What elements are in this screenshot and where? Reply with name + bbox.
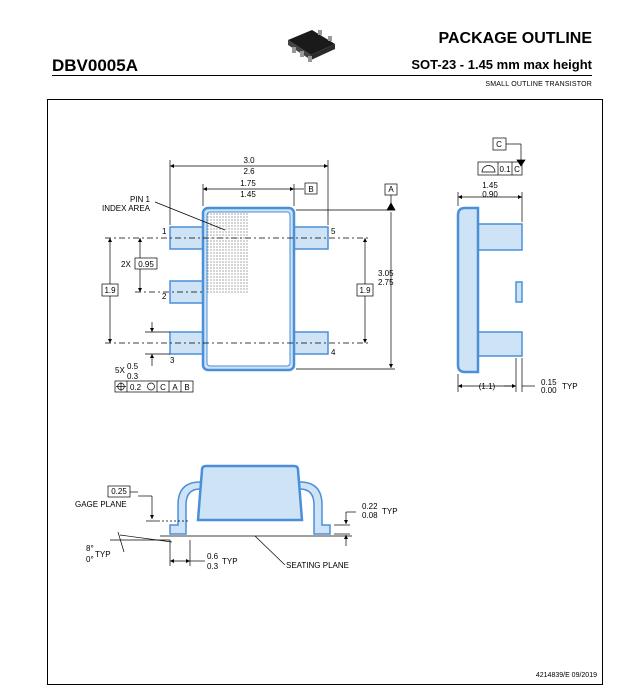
- svg-text:1.45: 1.45: [482, 181, 498, 190]
- svg-text:1: 1: [162, 227, 167, 236]
- package-type: SMALL OUTLINE TRANSISTOR: [485, 81, 592, 88]
- side-view: [456, 137, 535, 392]
- top-view: [101, 160, 398, 393]
- svg-text:0.08: 0.08: [362, 511, 378, 520]
- svg-text:1.9: 1.9: [104, 286, 116, 295]
- svg-text:1.45: 1.45: [240, 190, 256, 199]
- svg-text:2: 2: [162, 292, 167, 301]
- header-rule: [52, 75, 592, 76]
- drawing-frame: [47, 99, 603, 685]
- svg-text:TYP: TYP: [222, 557, 238, 566]
- svg-text:C: C: [160, 383, 166, 392]
- svg-text:0.2: 0.2: [130, 383, 142, 392]
- side-view-labels: C 0.1 C 1.45 0.90 (1.1) 0.15 0.00 TYP: [479, 140, 578, 395]
- package-chip-icon: [288, 30, 335, 62]
- package-code: DBV0005A: [52, 56, 138, 75]
- svg-text:0.5: 0.5: [127, 362, 139, 371]
- svg-text:0.95: 0.95: [138, 260, 154, 269]
- svg-text:PIN 1: PIN 1: [130, 195, 151, 204]
- svg-text:1.9: 1.9: [359, 286, 371, 295]
- svg-text:2X: 2X: [121, 260, 131, 269]
- svg-text:0.22: 0.22: [362, 502, 378, 511]
- svg-text:4: 4: [331, 348, 336, 357]
- svg-text:0°: 0°: [86, 555, 94, 564]
- page-title: PACKAGE OUTLINE: [438, 30, 592, 47]
- end-body: [196, 464, 304, 522]
- svg-text:TYP: TYP: [562, 382, 578, 391]
- side-lead-mid: [515, 281, 523, 303]
- svg-text:0.00: 0.00: [541, 386, 557, 395]
- end-view: [107, 464, 356, 566]
- svg-text:0.1: 0.1: [499, 165, 511, 174]
- svg-text:TYP: TYP: [95, 550, 111, 559]
- svg-text:C: C: [514, 165, 520, 174]
- svg-text:INDEX AREA: INDEX AREA: [102, 204, 151, 213]
- svg-text:0.3: 0.3: [127, 372, 139, 381]
- datum-b: B: [308, 185, 313, 194]
- svg-text:A: A: [172, 383, 178, 392]
- svg-text:2.6: 2.6: [243, 167, 255, 176]
- svg-text:0.6: 0.6: [207, 552, 219, 561]
- svg-text:3: 3: [170, 356, 175, 365]
- end-view-labels: 0.25 GAGE PLANE 0.22 0.08 TYP 8° 0° TYP …: [75, 487, 398, 571]
- top-view-labels: 3.0 2.6 1.75 1.45 B A PIN 1 INDEX AREA 1…: [102, 156, 394, 392]
- svg-text:0.90: 0.90: [482, 190, 498, 199]
- datum-c: C: [496, 140, 502, 149]
- svg-text:B: B: [184, 383, 189, 392]
- svg-text:0.3: 0.3: [207, 562, 219, 571]
- svg-text:GAGE PLANE: GAGE PLANE: [75, 500, 127, 509]
- svg-text:SEATING PLANE: SEATING PLANE: [286, 561, 349, 570]
- svg-text:3.05: 3.05: [378, 269, 394, 278]
- svg-text:5X: 5X: [115, 366, 125, 375]
- svg-text:1.75: 1.75: [240, 179, 256, 188]
- svg-text:8°: 8°: [86, 544, 94, 553]
- datum-a: A: [388, 185, 394, 194]
- svg-text:0.15: 0.15: [541, 378, 557, 387]
- end-lead: [169, 481, 331, 535]
- document-number: 4214839/E 09/2019: [535, 672, 597, 679]
- svg-text:5: 5: [331, 227, 336, 236]
- svg-text:(1.1): (1.1): [479, 382, 496, 391]
- svg-text:TYP: TYP: [382, 507, 398, 516]
- svg-text:2.75: 2.75: [378, 278, 394, 287]
- svg-text:3.0: 3.0: [243, 156, 255, 165]
- package-subtitle: SOT-23 - 1.45 mm max height: [411, 57, 592, 72]
- svg-text:0.25: 0.25: [111, 487, 127, 496]
